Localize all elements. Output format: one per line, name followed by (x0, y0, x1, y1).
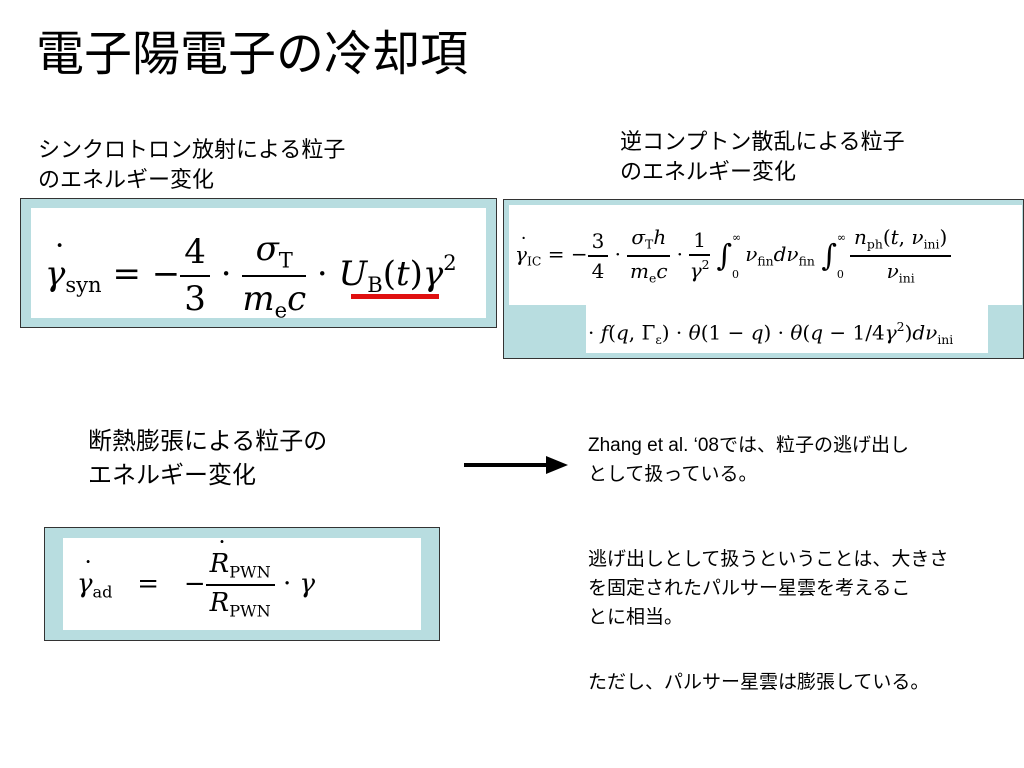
inverse-compton-label-line1: 逆コンプトン散乱による粒子 (620, 130, 905, 155)
note-zhang-line2: として扱っている。 (588, 464, 758, 485)
synchrotron-label-line1: シンクロトロン放射による粒子 (38, 138, 346, 163)
inverse-compton-label: 逆コンプトン散乱による粒子 のエネルギー変化 (620, 128, 1020, 188)
underline-mark (351, 294, 439, 299)
note-fixed-size-line3: とに相当。 (588, 607, 684, 628)
inverse-compton-label-line2: のエネルギー変化 (620, 160, 797, 185)
adiabatic-label: 断熱膨張による粒子の エネルギー変化 (88, 424, 448, 492)
note-fixed-size: 逃げ出しとして扱うということは、大きさ を固定されたパルサー星雲を考えるこ とに… (588, 545, 1018, 632)
inverse-compton-equation-line2: · f(q, Γε) · θ(1 − q) · θ(q − 1/4γ2)dνin… (586, 301, 988, 353)
note-expanding: ただし、パルサー星雲は膨張している。 (588, 672, 930, 693)
synchrotron-label-line2: のエネルギー変化 (38, 168, 215, 193)
note-fixed-size-line1: 逃げ出しとして扱うということは、大きさ (588, 549, 949, 570)
note-fixed-size-line2: を固定されたパルサー星雲を考えるこ (588, 578, 911, 599)
note-zhang: Zhang et al. ‘08では、粒子の逃げ出し として扱っている。 (588, 431, 1018, 489)
synchrotron-label: シンクロトロン放射による粒子 のエネルギー変化 (38, 136, 438, 196)
adiabatic-label-line2: エネルギー変化 (88, 461, 256, 489)
slide-title: 電子陽電子の冷却項 (36, 26, 469, 82)
note-zhang-line1: Zhang et al. ‘08では、粒子の逃げ出し (588, 435, 909, 456)
adiabatic-label-line1: 断熱膨張による粒子の (88, 427, 328, 455)
right-arrow-icon (464, 456, 568, 474)
